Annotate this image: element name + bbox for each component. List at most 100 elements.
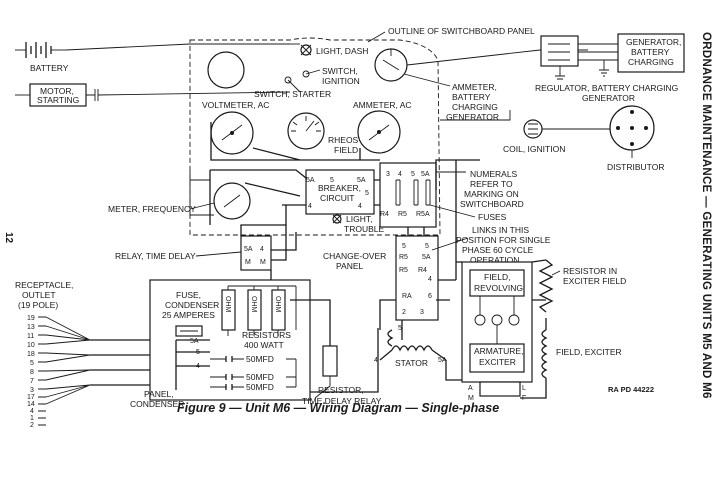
stator-mark-5a: 5A bbox=[438, 357, 447, 364]
field-revolving-label-1: FIELD, bbox=[484, 272, 510, 282]
resistor-time-delay-label-2: TIME DELAY RELAY bbox=[302, 396, 382, 406]
pin-13: 13 bbox=[27, 324, 35, 331]
rheostat-label-1: RHEOSTAT, bbox=[328, 135, 374, 145]
relay-time-delay-label: RELAY, TIME DELAY bbox=[115, 251, 196, 261]
stator-mark-5: 5 bbox=[398, 325, 402, 332]
motor-starting-label-1: MOTOR, bbox=[40, 86, 74, 96]
pin-8: 8 bbox=[30, 369, 34, 376]
armature-exciter-label-2: EXCITER bbox=[479, 357, 516, 367]
light-dash-label: LIGHT, DASH bbox=[316, 46, 368, 56]
breaker-mark-1: 5A bbox=[306, 177, 315, 184]
resistor-exciter-field bbox=[538, 259, 554, 313]
links-note-4: OPERATION bbox=[470, 255, 519, 265]
breaker-label-1: BREAKER, bbox=[318, 183, 361, 193]
fuse-condenser-label-2: CONDENSER bbox=[165, 300, 219, 310]
meter-frequency-label: METER, FREQUENCY bbox=[108, 204, 196, 214]
relay-mark-m2: M bbox=[260, 259, 266, 266]
light-trouble-symbol bbox=[332, 214, 342, 224]
resistor-3-tag: OHM bbox=[274, 296, 281, 313]
panel-condenser-label-2: CONDENSER bbox=[130, 399, 184, 409]
battery-label: BATTERY bbox=[30, 63, 69, 73]
ammeter-battery-label-3: CHARGING bbox=[452, 102, 498, 112]
switch-starter-label: SWITCH, STARTER bbox=[254, 89, 331, 99]
generator-box-label-2: BATTERY bbox=[631, 47, 670, 57]
changeover-mark-9: 6 bbox=[428, 293, 432, 300]
ammeter-battery-label-1: AMMETER, bbox=[452, 82, 497, 92]
pin-5: 5 bbox=[30, 360, 34, 367]
fuse-mark-r5a: R5A bbox=[416, 211, 430, 218]
stator-winding bbox=[379, 329, 447, 361]
changeover-mark-3: R5 bbox=[399, 254, 408, 261]
changeover-mark-5: R5 bbox=[399, 267, 408, 274]
coil-ignition-symbol bbox=[523, 119, 543, 139]
panel-condenser-label-1: PANEL, bbox=[144, 389, 174, 399]
breaker-mark-4: 5A bbox=[357, 177, 366, 184]
exciter-mark-l: L bbox=[522, 385, 526, 392]
links-note-1: LINKS IN THIS bbox=[472, 225, 529, 235]
change-over-panel-box bbox=[395, 235, 439, 321]
regulator-label-1: REGULATOR, BATTERY CHARGING bbox=[535, 83, 678, 93]
exciter-mark-a: A bbox=[468, 385, 473, 392]
distributor-label: DISTRIBUTOR bbox=[607, 162, 664, 172]
links-note-3: PHASE 60 CYCLE bbox=[462, 245, 534, 255]
page-number: 12 bbox=[3, 232, 14, 244]
pin-10: 10 bbox=[27, 342, 35, 349]
capacitor-bank bbox=[210, 356, 297, 390]
changeover-mark-7: 4 bbox=[428, 276, 432, 283]
breaker-mark-2: 5 bbox=[330, 177, 334, 184]
cap-1-label: 50MFD bbox=[246, 354, 274, 364]
changeover-mark-1: 5 bbox=[402, 243, 406, 250]
light-dash-symbol bbox=[290, 43, 312, 56]
fuse-condenser-label-1: FUSE, bbox=[176, 290, 201, 300]
changeover-mark-8: RA bbox=[402, 293, 412, 300]
pin-2: 2 bbox=[30, 422, 34, 429]
exciter-slip-rings bbox=[474, 296, 520, 344]
condenser-mark-5a: 5A bbox=[190, 338, 199, 345]
field-revolving-box bbox=[469, 269, 525, 297]
resistors-label-1: RESISTORS bbox=[242, 330, 291, 340]
regulator-box bbox=[540, 35, 579, 67]
switch-ignition-label-2: IGNITION bbox=[322, 76, 360, 86]
exciter-mark-m: M bbox=[468, 395, 474, 402]
fuse-mark-5a: 5A bbox=[421, 171, 430, 178]
pin-19: 19 bbox=[27, 315, 35, 322]
switchboard-outline-label: OUTLINE OF SWITCHBOARD PANEL bbox=[388, 26, 535, 36]
changeover-mark-6: R4 bbox=[418, 267, 427, 274]
fuse-panel-box bbox=[379, 162, 437, 228]
links-note-2: POSITION FOR SINGLE bbox=[456, 235, 551, 245]
field-exciter-label: FIELD, EXCITER bbox=[556, 347, 622, 357]
pin-11: 11 bbox=[27, 333, 34, 340]
rheostat-label-2: FIELD bbox=[334, 145, 358, 155]
hour-meter-circle bbox=[207, 51, 245, 89]
resistors-label-2: 400 WATT bbox=[244, 340, 284, 350]
fuse-mark-3: 3 bbox=[386, 171, 390, 178]
fuse-mark-4: 4 bbox=[398, 171, 402, 178]
side-header: ORDNANCE MAINTENANCE — GENERATING UNITS … bbox=[700, 32, 712, 399]
relay-mark-5a: 5A bbox=[244, 246, 253, 253]
breaker-label-2: CIRCUIT bbox=[320, 193, 354, 203]
generator-battery-charging-box bbox=[617, 33, 685, 73]
changeover-mark-2: 5 bbox=[425, 243, 429, 250]
fuse-condenser-label-3: 25 AMPERES bbox=[162, 310, 215, 320]
exciter-terminal-block bbox=[479, 381, 521, 397]
reference-code: RA PD 44222 bbox=[608, 385, 654, 394]
resistor-1-tag: OHM bbox=[224, 296, 231, 313]
change-over-label-1: CHANGE-OVER bbox=[323, 251, 386, 261]
relay-mark-4: 4 bbox=[260, 246, 264, 253]
light-trouble-label-2: TROUBLE bbox=[344, 224, 384, 234]
resistor-time-delay-label-1: RESISTOR, bbox=[318, 385, 364, 395]
pin-18: 18 bbox=[27, 351, 35, 358]
coil-ignition-label: COIL, IGNITION bbox=[503, 144, 565, 154]
breaker-mark-6: 5 bbox=[365, 190, 369, 197]
pin-17: 17 bbox=[27, 394, 35, 401]
numerals-note-2: REFER TO bbox=[470, 179, 513, 189]
pin-7: 7 bbox=[30, 378, 34, 385]
change-over-label-2: PANEL bbox=[336, 261, 364, 271]
relay-time-delay-box bbox=[240, 235, 272, 271]
light-trouble-label-1: LIGHT, bbox=[346, 214, 372, 224]
receptacle-label-3: (19 POLE) bbox=[18, 300, 58, 310]
ammeter-label: AMMETER, AC bbox=[353, 100, 412, 110]
receptacle-label-2: OUTLET bbox=[22, 290, 56, 300]
cap-2-label: 50MFD bbox=[246, 372, 274, 382]
